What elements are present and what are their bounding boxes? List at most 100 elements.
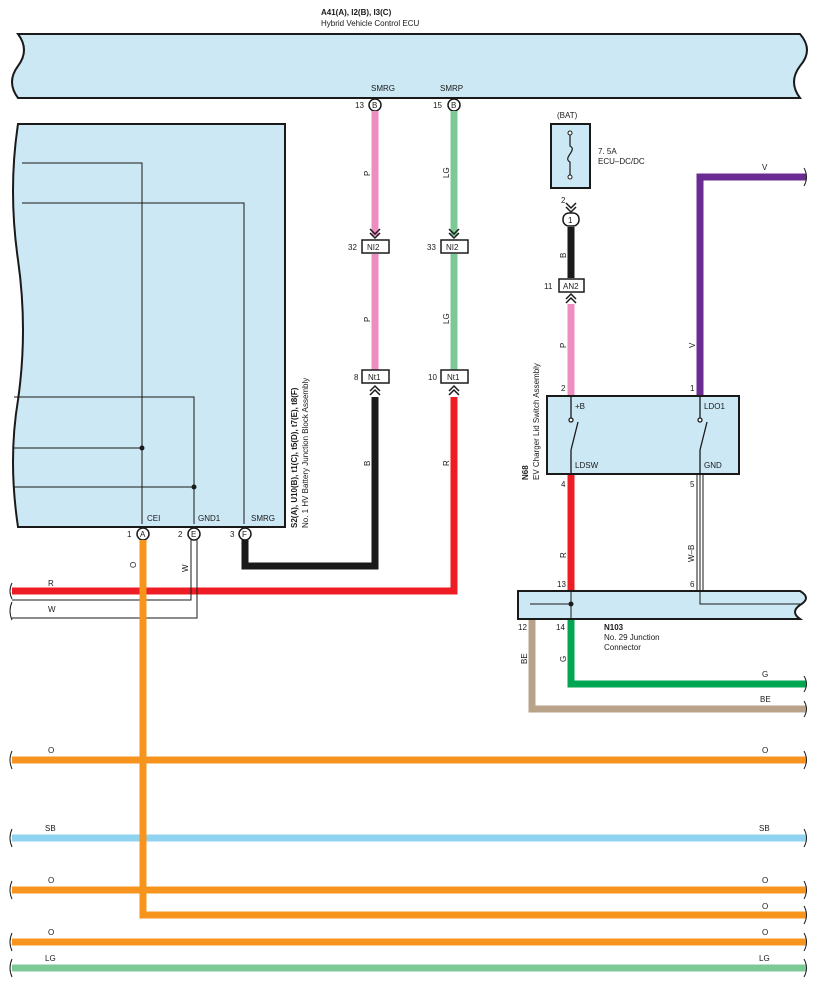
fuse-source: (BAT) (557, 111, 578, 120)
wire-tan-be-label-right: BE (760, 695, 771, 704)
wire-green-g-label-right: G (762, 670, 768, 679)
bus-left-w-label: W (48, 605, 56, 614)
bus-line-o-3-right: O (762, 902, 768, 911)
jb-codes: S2(A), U10(B), t1(C), t5(D), t7(E), t8(F… (290, 387, 299, 528)
jb-pin-smrg-letter: F (242, 530, 247, 539)
connector-ni2-pin-33: 33 (427, 243, 436, 252)
jb-pin-cei-letter: A (140, 530, 146, 539)
wire-red-label: R (442, 460, 451, 466)
wire-black-label: B (363, 461, 372, 466)
wire-green-g (567, 620, 806, 688)
ecu-pin-smrp-letter: B (451, 101, 456, 110)
switch-term-gnd: GND (704, 461, 722, 470)
ecu-pin-smrg-letter: B (372, 101, 377, 110)
connector-nt1-pin-8: 8 (354, 373, 359, 382)
ecu-pin-smrp-name: SMRP (440, 84, 463, 93)
break-mark-r (9, 582, 13, 600)
jc-name2: Connector (604, 643, 641, 652)
connector-an2-label: AN2 (563, 282, 579, 291)
connector-ni2-pin-32: 32 (348, 243, 357, 252)
fuse-pin: 2 (561, 196, 566, 205)
wire-ldsw-red-label: R (559, 552, 568, 558)
jc-pin-12: 12 (518, 623, 527, 632)
switch-term-ldo1: LDO1 (704, 402, 725, 411)
bus-line-lg-left: LG (45, 954, 56, 963)
connector-nt1-left-label: Nt1 (368, 373, 381, 382)
connector-ni2-right-label: NI2 (446, 243, 459, 252)
fuse-junction-label: 1 (568, 216, 573, 225)
fuse-symbol-icon (567, 134, 573, 176)
wire-red-smrp (12, 397, 458, 595)
connector-nt1-pin-10: 10 (428, 373, 437, 382)
connector-an2-pin: 11 (544, 282, 553, 291)
ecu-pin-smrg-name: SMRG (371, 84, 395, 93)
wire-white-gnd1-label: W (181, 564, 190, 572)
break-mark-g (803, 675, 807, 693)
jc-code: N103 (604, 623, 624, 632)
switch-term-ldsw: LDSW (575, 461, 599, 470)
wire-smrp-label-upper: LG (442, 167, 451, 178)
connector-nt1-left (361, 369, 390, 384)
jb-pin-smrg-name: SMRG (251, 514, 275, 523)
bus-line-sb-left: SB (45, 824, 56, 833)
jb-splice-2 (191, 484, 197, 490)
jb-name: No. 1 HV Battery Junction Block Assembly (301, 378, 310, 528)
jb-pin-gnd1-letter: E (191, 530, 196, 539)
connector-nt1-right (440, 369, 469, 384)
wire-orange-cei-label: O (129, 562, 138, 568)
bus-line-lg-right: LG (759, 954, 770, 963)
bus-line-o-1-left: O (48, 746, 54, 755)
fuse-name: ECU–DC/DC (598, 157, 645, 166)
wire-gnd-wb (696, 475, 704, 592)
switch-pin-2: 2 (561, 384, 566, 393)
jc-box (517, 590, 807, 620)
wire-fuse-black-label: B (559, 253, 568, 258)
bus-line-o-1-right: O (762, 746, 768, 755)
wire-purple-v-label-side: V (688, 342, 697, 348)
connector-ni2-left (361, 239, 390, 254)
wire-tan-be-label-side: BE (520, 653, 529, 664)
bus-line-o-2-left: O (48, 876, 54, 885)
bus-line-sb-right: SB (759, 824, 770, 833)
jc-pin-14: 14 (556, 623, 565, 632)
switch-name: EV Charger Lid Switch Assembly (532, 363, 541, 480)
wire-switch-plusb-label: P (559, 343, 568, 348)
jb-splice-1 (139, 445, 145, 451)
jc-pin-6: 6 (690, 580, 695, 589)
break-mark-w (9, 601, 13, 621)
wire-smrg-label-upper: P (363, 171, 372, 176)
bus-left-r-label: R (48, 579, 54, 588)
break-mark-be (803, 700, 807, 718)
fuse-junction (562, 212, 580, 227)
ecu-title: A41(A), I2(B), I3(C) (321, 8, 392, 17)
jb-pin-gnd1-connector (187, 527, 201, 541)
connector-nt1-right-label: Nt1 (447, 373, 460, 382)
wire-green-g-label-side: G (559, 656, 568, 662)
ecu-pin-smrg-num: 13 (355, 101, 364, 110)
jb-pin-gnd1-num: 2 (178, 530, 183, 539)
wire-orange-cei (139, 540, 806, 919)
switch-contacts-icon (568, 396, 708, 474)
bus-break-marks (9, 750, 807, 978)
wire-purple-v-label-top: V (762, 163, 768, 172)
connector-ni2-left-label: NI2 (367, 243, 380, 252)
jb-pin-gnd1-name: GND1 (198, 514, 221, 523)
jc-pin-13: 13 (557, 580, 566, 589)
wire-purple-v (696, 173, 806, 396)
jb-pin-cei-name: CEI (147, 514, 160, 523)
switch-code: N68 (521, 465, 530, 480)
fuse-rating: 7. 5A (598, 147, 617, 156)
connector-an2-arrows (565, 292, 577, 304)
wire-smrg-label-lower: P (363, 317, 372, 322)
wire-black-smrg (241, 397, 379, 570)
connector-ni2-arrows (369, 228, 460, 240)
switch-box (546, 395, 740, 475)
wire-gnd-wb-label: W–B (687, 545, 696, 562)
connector-nt1-arrows (369, 384, 460, 396)
jb-pin-smrg-num: 3 (230, 530, 235, 539)
switch-pin-4: 4 (561, 480, 566, 489)
wire-tan-be (528, 620, 806, 713)
bus-line-o-4-left: O (48, 928, 54, 937)
jb-pin-cei-num: 1 (127, 530, 132, 539)
